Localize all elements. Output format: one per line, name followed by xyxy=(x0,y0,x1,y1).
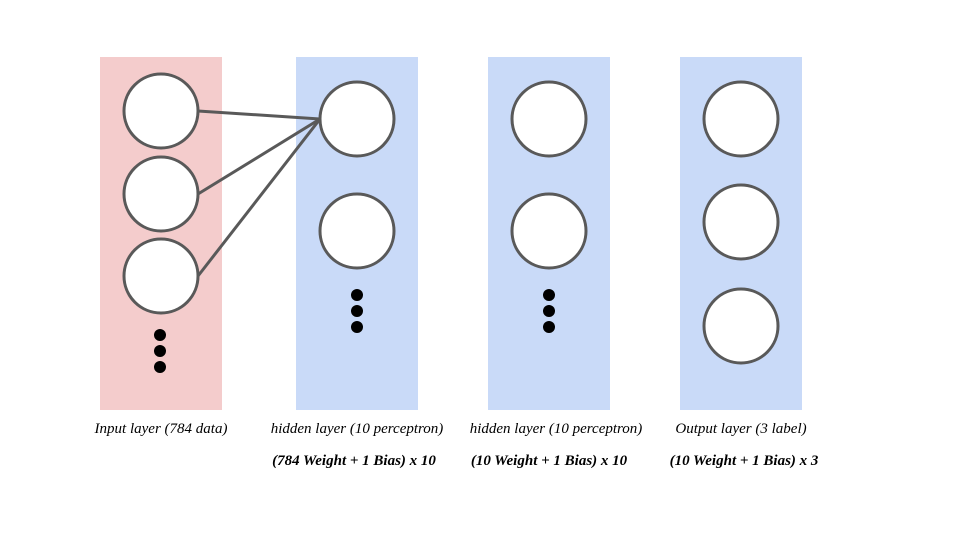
output-layer-label: Output layer (3 label) xyxy=(675,421,807,437)
connection-line xyxy=(197,117,321,196)
output-node xyxy=(702,80,780,158)
ellipsis-dot xyxy=(543,305,555,317)
nodes xyxy=(122,72,780,365)
hidden-layer-1-params: (784 Weight + 1 Bias) x 10 xyxy=(272,453,436,469)
ellipsis-dot xyxy=(351,305,363,317)
ellipsis-dot xyxy=(543,289,555,301)
hidden-2-node xyxy=(510,80,588,158)
output-node xyxy=(702,183,780,261)
input-node xyxy=(122,237,200,315)
input-layer-label: Input layer (784 data) xyxy=(94,421,228,437)
hidden-1-node xyxy=(318,80,396,158)
connection-line xyxy=(196,118,322,277)
output-layer-params: (10 Weight + 1 Bias) x 3 xyxy=(669,453,819,469)
input-node xyxy=(122,155,200,233)
ellipsis-dot xyxy=(154,345,166,357)
ellipsis-dots xyxy=(154,289,555,373)
ellipsis-dot xyxy=(154,361,166,373)
hidden-layer-1-label: hidden layer (10 perceptron) xyxy=(270,421,444,437)
connections xyxy=(196,109,322,277)
ellipsis-dot xyxy=(154,329,166,341)
ellipsis-dot xyxy=(351,321,363,333)
hidden-2-node xyxy=(510,192,588,270)
ellipsis-dot xyxy=(543,321,555,333)
hidden-1-node xyxy=(318,192,396,270)
hidden-layer-2-params: (10 Weight + 1 Bias) x 10 xyxy=(470,453,628,469)
hidden-layer-2-label: hidden layer (10 perceptron) xyxy=(469,421,643,437)
output-node xyxy=(702,287,780,365)
input-node xyxy=(122,72,200,150)
ellipsis-dot xyxy=(351,289,363,301)
connection-line xyxy=(197,109,321,121)
